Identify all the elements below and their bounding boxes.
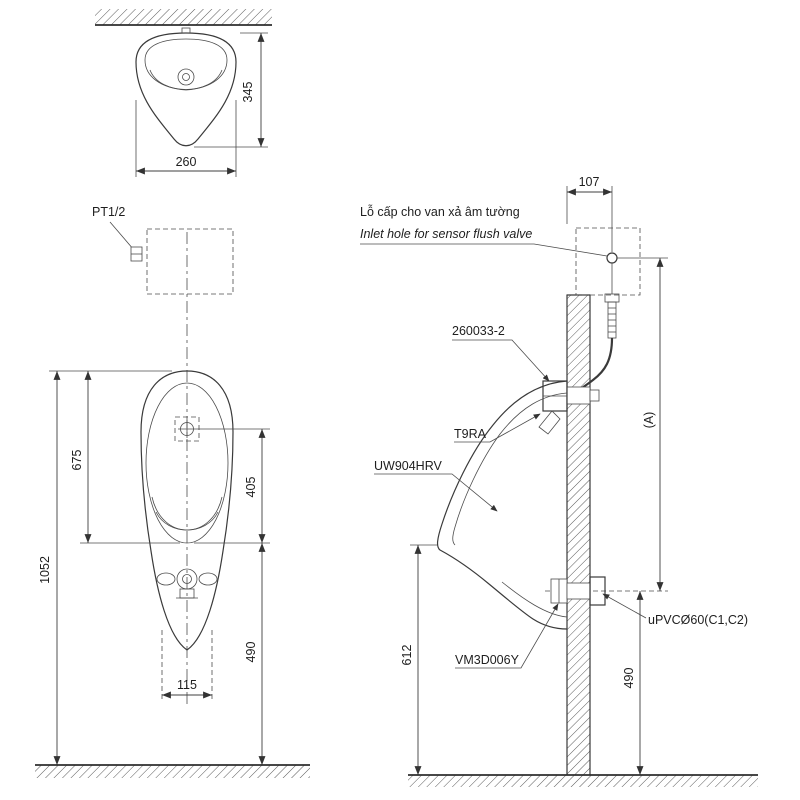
dim-490-side: 490 <box>622 591 644 775</box>
dim-405: 405 <box>194 428 270 544</box>
inlet-detail: PT1/2 <box>92 205 234 705</box>
dim-107: 107 <box>566 175 613 252</box>
dim-label-1052: 1052 <box>38 556 52 584</box>
front-top-view: 345 260 <box>95 9 272 177</box>
urinal-front-outline <box>140 370 234 651</box>
part-label-uw904hrv: UW904HRV <box>374 459 443 473</box>
pt-leader <box>109 221 135 251</box>
part-label-260033-2: 260033-2 <box>452 324 505 338</box>
dim-260: 260 <box>135 100 237 177</box>
dim-345: 345 <box>194 32 268 148</box>
concealed-valve-box <box>575 227 641 296</box>
flush-spud <box>156 568 218 599</box>
dim-label-490-front: 490 <box>244 642 258 663</box>
label-uw904hrv: UW904HRV <box>374 459 498 512</box>
ceiling-hatch <box>95 9 272 25</box>
dim-490-front: 490 <box>244 543 266 765</box>
dim-label-A: (A) <box>642 412 656 429</box>
urinal-side-rim-line <box>452 392 568 546</box>
dim-label-612: 612 <box>400 645 414 666</box>
dim-label-260: 260 <box>176 155 197 169</box>
dim-label-405: 405 <box>244 477 258 498</box>
dim-1052: 1052 <box>38 371 61 765</box>
inlet-hole <box>606 252 618 264</box>
urinal-side-outline <box>436 380 568 630</box>
part-label-t9ra: T9RA <box>454 427 487 441</box>
label-upvc: uPVCØ60(C1,C2) <box>602 593 748 627</box>
drain-outer-circle <box>177 68 195 86</box>
urinal-top-bowl-arc <box>149 69 223 90</box>
urinal-top-rim <box>144 38 228 91</box>
side-view: 107 Lỗ cấp cho van xả âm tường Inlet hol… <box>360 175 758 787</box>
label-260033-2: 260033-2 <box>452 324 550 382</box>
label-t9ra: T9RA <box>454 413 541 443</box>
inlet-label-en: Inlet hole for sensor flush valve <box>360 227 532 241</box>
drain-fitting <box>545 576 668 606</box>
urinal-front-bowl-arc2 <box>155 511 219 531</box>
part-label-vm3d006y: VM3D006Y <box>455 653 520 667</box>
dim-label-115: 115 <box>177 678 197 692</box>
dim-label-490-side: 490 <box>622 668 636 689</box>
dim-A: (A) <box>617 257 668 591</box>
label-vm3d006y: VM3D006Y <box>455 603 559 669</box>
part-label-upvc: uPVCØ60(C1,C2) <box>648 613 748 627</box>
flush-valve-assembly <box>538 380 600 435</box>
front-main-view: 115 675 1052 405 490 <box>35 370 310 778</box>
floor-hatch-right <box>408 775 758 787</box>
dim-label-675: 675 <box>70 450 84 471</box>
urinal-front-rim <box>145 382 229 544</box>
wall-hatch <box>567 295 590 775</box>
inlet-leader <box>360 243 608 257</box>
urinal-side-bottom-line <box>501 581 568 618</box>
urinal-top-outline <box>135 32 237 147</box>
floor-hatch-left <box>35 765 310 778</box>
concealed-box <box>146 228 234 295</box>
dim-612: 612 <box>400 544 437 775</box>
drain-inner-circle <box>182 73 190 81</box>
dim-label-345: 345 <box>241 82 255 103</box>
dim-675: 675 <box>49 370 180 544</box>
dim-115: 115 <box>162 678 212 699</box>
pt-label: PT1/2 <box>92 205 125 219</box>
dim-label-107: 107 <box>579 175 600 189</box>
top-notch <box>181 27 191 34</box>
inlet-label-vi: Lỗ cấp cho van xả âm tường <box>360 204 520 219</box>
